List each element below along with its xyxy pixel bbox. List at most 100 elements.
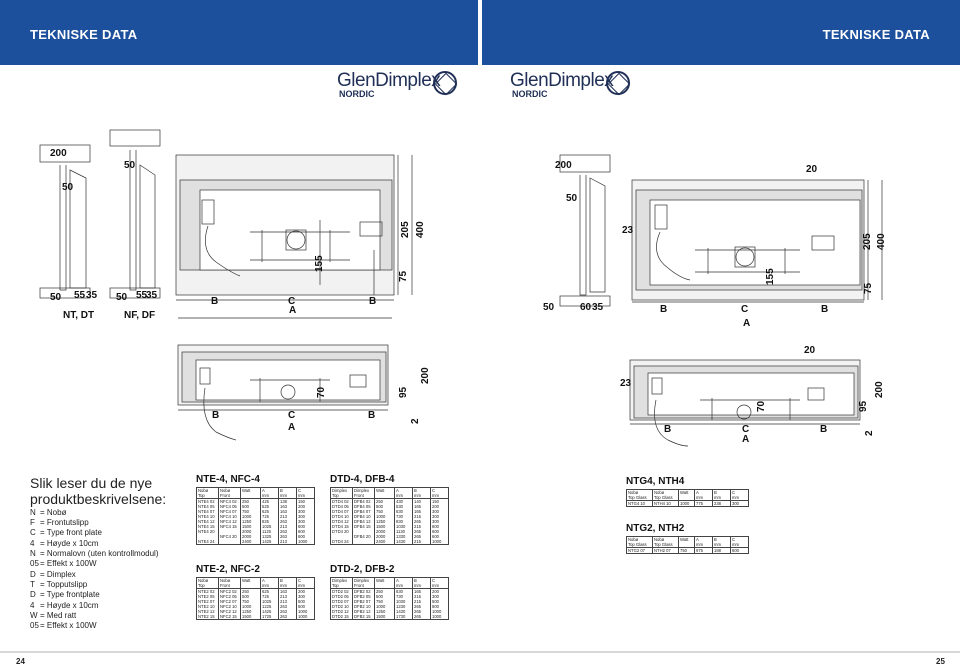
column-header: Watt xyxy=(678,536,695,548)
column-header: C mm xyxy=(730,489,749,501)
dim-label: B xyxy=(368,410,376,421)
table-title: NTG4, NTH4 xyxy=(626,476,685,487)
page-number-left: 24 xyxy=(16,657,25,666)
table-row: DTD2 02 DTD2 05 DTD2 07 DTD2 10 DTD2 12 … xyxy=(330,588,449,620)
column-header: Dimplex Front xyxy=(352,487,375,499)
dim-label: 50 xyxy=(543,302,555,313)
column-header: Watt xyxy=(240,487,261,499)
heater-front-view-4 xyxy=(629,359,861,447)
table-cell: 775 xyxy=(694,500,713,507)
table-cell: 163 213 213 263 263 263 xyxy=(278,588,297,620)
logo-wordmark: GlenDimplex xyxy=(510,70,614,91)
dim-label: B xyxy=(211,296,219,307)
dim-label: 20 xyxy=(804,345,816,356)
dim-label: A xyxy=(289,305,297,316)
table-cell: 188 xyxy=(712,547,731,554)
table-title: NTG2, NTH2 xyxy=(626,523,685,534)
dim-label: 155 xyxy=(765,268,776,285)
heater-front-view-2 xyxy=(631,179,865,303)
table-cell: 138 163 163 213 263 213 263 263 213 xyxy=(278,498,297,545)
legend-row: 4= Høyde x 10cm xyxy=(30,600,99,610)
table-cell: 630 730 1030 1230 1430 1730 xyxy=(394,588,413,620)
legend-row: 4= Høyde x 10cm xyxy=(30,538,99,548)
column-header: Nobø Top xyxy=(196,487,219,499)
column-header: Dimplex Top xyxy=(330,577,353,589)
column-header: B mm xyxy=(412,577,431,589)
column-header: Dimplex Top xyxy=(330,487,353,499)
table-cell: 250 500 750 1000 1250 1500 xyxy=(374,588,395,620)
column-header: C mm xyxy=(296,487,315,499)
column-header: C mm xyxy=(430,487,449,499)
dim-label: 200 xyxy=(50,148,67,159)
column-header: Nobø Front xyxy=(218,577,241,589)
column-header: Nobø Top Glass xyxy=(652,536,679,548)
table-cell: NTG2 07 xyxy=(626,547,653,554)
column-header: Watt xyxy=(678,489,695,501)
intro-heading: Slik leser du de nye produktbeskrivelsen… xyxy=(30,475,167,507)
page-title-right: TEKNISKE DATA xyxy=(822,27,930,42)
column-header: Nobø Top xyxy=(196,577,219,589)
dim-label: C xyxy=(288,296,296,307)
dim-label: 400 xyxy=(415,221,426,238)
side-profile-nt xyxy=(39,144,91,299)
dim-label: B xyxy=(821,304,829,315)
column-header: A mm xyxy=(260,577,279,589)
dim-label: C xyxy=(288,410,296,421)
table-title: NTE-2, NFC-2 xyxy=(196,564,260,575)
legend-row: D= Type frontplate xyxy=(30,590,100,600)
glen-dimplex-logo-right: GlenDimplex NORDIC xyxy=(510,70,630,99)
dim-label: 55 xyxy=(74,290,86,301)
page-number-right: 25 xyxy=(936,657,945,666)
heater-front-view-3 xyxy=(177,344,389,441)
legend-dimplex: D= Dimplex T= Topputslipp D= Type frontp… xyxy=(30,570,100,631)
logo-sub: NORDIC xyxy=(512,89,548,99)
dim-label: 95 xyxy=(398,386,409,398)
table-cell: 425 525 625 725 825 1025 1125 1325 1425 xyxy=(260,498,279,545)
table-cell: 1000 xyxy=(678,500,695,507)
column-header: C mm xyxy=(730,536,749,548)
table-cell: NTH4 10 xyxy=(652,500,679,507)
dim-label: B xyxy=(212,410,220,421)
side-profile-right xyxy=(559,154,611,307)
table-row: DTD4 02 DTD4 05 DTD4 07 DTD4 10 DTD4 12 … xyxy=(330,498,449,545)
column-header: C mm xyxy=(430,577,449,589)
dim-label: 400 xyxy=(876,233,887,250)
dim-label: 95 xyxy=(858,400,869,412)
column-header: Nobø Top Glass xyxy=(626,536,653,548)
page-title-left: TEKNISKE DATA xyxy=(30,27,138,42)
table-cell: NFC4 02 NFC4 05 NFC4 07 NFC4 10 NFC4 12 … xyxy=(218,498,241,545)
dim-label: 50 xyxy=(116,292,128,303)
dim-label: 200 xyxy=(555,160,572,171)
table-cell: NTE4 02 NTE4 05 NTE4 07 NTE4 10 NTE4 12 … xyxy=(196,498,219,545)
dim-label: 70 xyxy=(316,386,327,398)
dim-label: 35 xyxy=(86,290,98,301)
table-cell: 140 165 165 215 265 215 265 265 215 xyxy=(412,498,431,545)
table-title: DTD-2, DFB-2 xyxy=(330,564,395,575)
column-header: B mm xyxy=(712,536,731,548)
column-header: A mm xyxy=(260,487,279,499)
dim-label: 200 xyxy=(874,381,885,398)
caption-nf-df: NF, DF xyxy=(124,310,156,321)
table-cell: 200 300 500 600 1000 1000 xyxy=(296,588,315,620)
column-header: B mm xyxy=(712,489,731,501)
table-cell: 625 725 1025 1225 1425 1725 xyxy=(260,588,279,620)
legend-row: C= Type front plate xyxy=(30,528,102,538)
column-header: Watt xyxy=(240,577,261,589)
table-cell: 430 530 630 730 830 1030 1130 1330 1430 xyxy=(394,498,413,545)
table-title: NTE-4, NFC-4 xyxy=(196,474,260,485)
dim-label: 205 xyxy=(400,221,411,238)
logo-wordmark: GlenDimplex xyxy=(337,70,441,91)
legend-nobo: N= Nobø F= Frontutslipp C= Type front pl… xyxy=(30,508,159,569)
table-cell: 600 xyxy=(730,547,749,554)
dim-label: 50 xyxy=(566,193,578,204)
legend-row: 05= Effekt x 100W xyxy=(30,559,97,569)
